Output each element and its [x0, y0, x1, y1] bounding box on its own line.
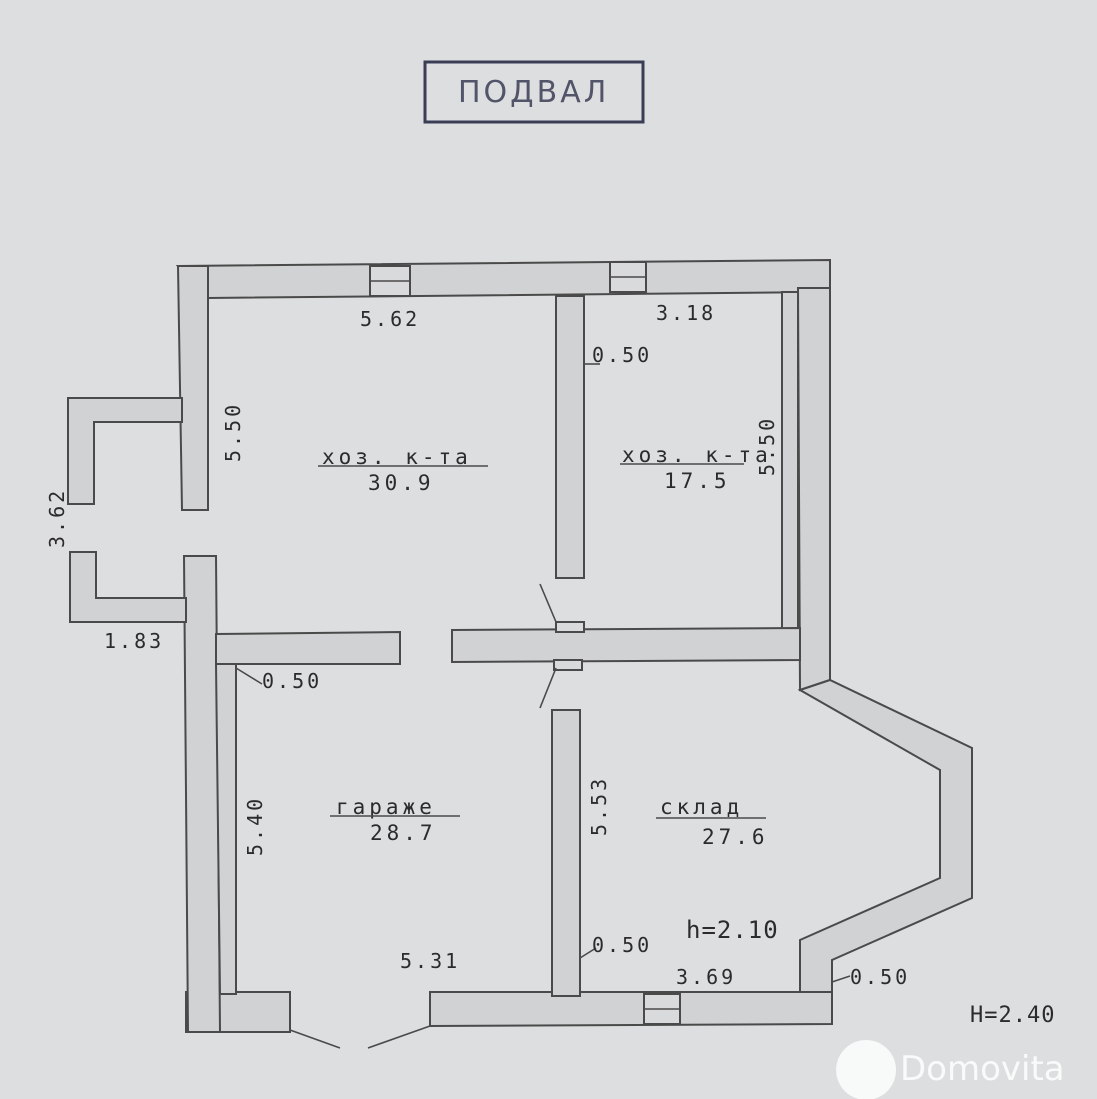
room-3-name: гараже: [336, 795, 436, 819]
watermark: Domovita: [836, 1040, 1065, 1099]
dim-room1-width: 5.62: [360, 307, 420, 331]
dim-entrance-width: 1.83: [104, 629, 164, 653]
gate-swing-left: [289, 1029, 341, 1049]
door-room2: [555, 621, 585, 633]
dim-garage-wall: 0.50: [262, 669, 322, 693]
room-4-area: 27.6: [702, 825, 769, 849]
door-sklad-swing: [539, 667, 557, 709]
wall-left-upper: [176, 265, 209, 511]
wall-entrance-lower: [69, 551, 187, 623]
door-sklad: [553, 659, 583, 671]
door-room2-swing: [539, 583, 557, 623]
wall-garage-left-inner: [214, 663, 237, 995]
wall-top: [175, 258, 831, 300]
stamp-text: ПОДВАЛ: [458, 75, 609, 110]
domovita-logo-icon: [836, 1040, 896, 1099]
wall-horizontal-left: [215, 630, 401, 665]
dim-room2-wall: 0.50: [592, 343, 652, 367]
wall-right-bay: [797, 678, 973, 1001]
room-2-name: хоз. к-та: [622, 443, 772, 467]
stamp: ПОДВАЛ: [423, 60, 645, 124]
room-2-area: 17.5: [664, 469, 731, 493]
dim-entrance-depth: 3.62: [45, 488, 69, 548]
dim-room1-height: 5.50: [221, 402, 245, 462]
dim-sklad-ceiling: h=2.10: [686, 916, 779, 944]
watermark-text: Domovita: [900, 1049, 1065, 1089]
dimension-labels: 5.62 3.18 0.50 5.50 5.50 3.62 1.83 0.50 …: [45, 301, 1055, 1028]
gate-swing-right: [367, 1025, 431, 1049]
room-labels: хоз. к-та 30.9 хоз. к-та 17.5 гараже 28.…: [318, 443, 772, 849]
wall-entrance-upper: [67, 397, 183, 505]
wall-middle-lower: [551, 709, 581, 997]
windows: [369, 261, 681, 1025]
dim-garage-width: 5.31: [400, 949, 460, 973]
dim-sklad-height: 5.53: [587, 776, 611, 836]
wall-room2-right-inner: [781, 291, 799, 634]
dim-total-height: H=2.40: [970, 1003, 1055, 1028]
wall-right-upper: [796, 287, 831, 692]
wall-horizontal-right: [451, 626, 801, 664]
walls: [67, 258, 973, 1033]
wall-middle-upper: [555, 295, 585, 579]
dim-garage-height: 5.40: [243, 796, 267, 856]
wall-bottom-right: [429, 991, 833, 1028]
leader-lines: [235, 363, 851, 983]
dim-sklad-wall: 0.50: [592, 933, 652, 957]
dim-outer-wall: 0.50: [850, 965, 910, 989]
room-1-name: хоз. к-та: [322, 445, 472, 469]
room-3-area: 28.7: [370, 821, 437, 845]
room-4-name: склад: [660, 795, 743, 819]
doors: [289, 583, 585, 1049]
room-1-area: 30.9: [368, 471, 435, 495]
dim-room2-height: 5.50: [755, 416, 779, 476]
dim-room2-width: 3.18: [656, 301, 716, 325]
dim-sklad-width: 3.69: [676, 965, 736, 989]
wall-left-lower: [182, 555, 222, 1033]
